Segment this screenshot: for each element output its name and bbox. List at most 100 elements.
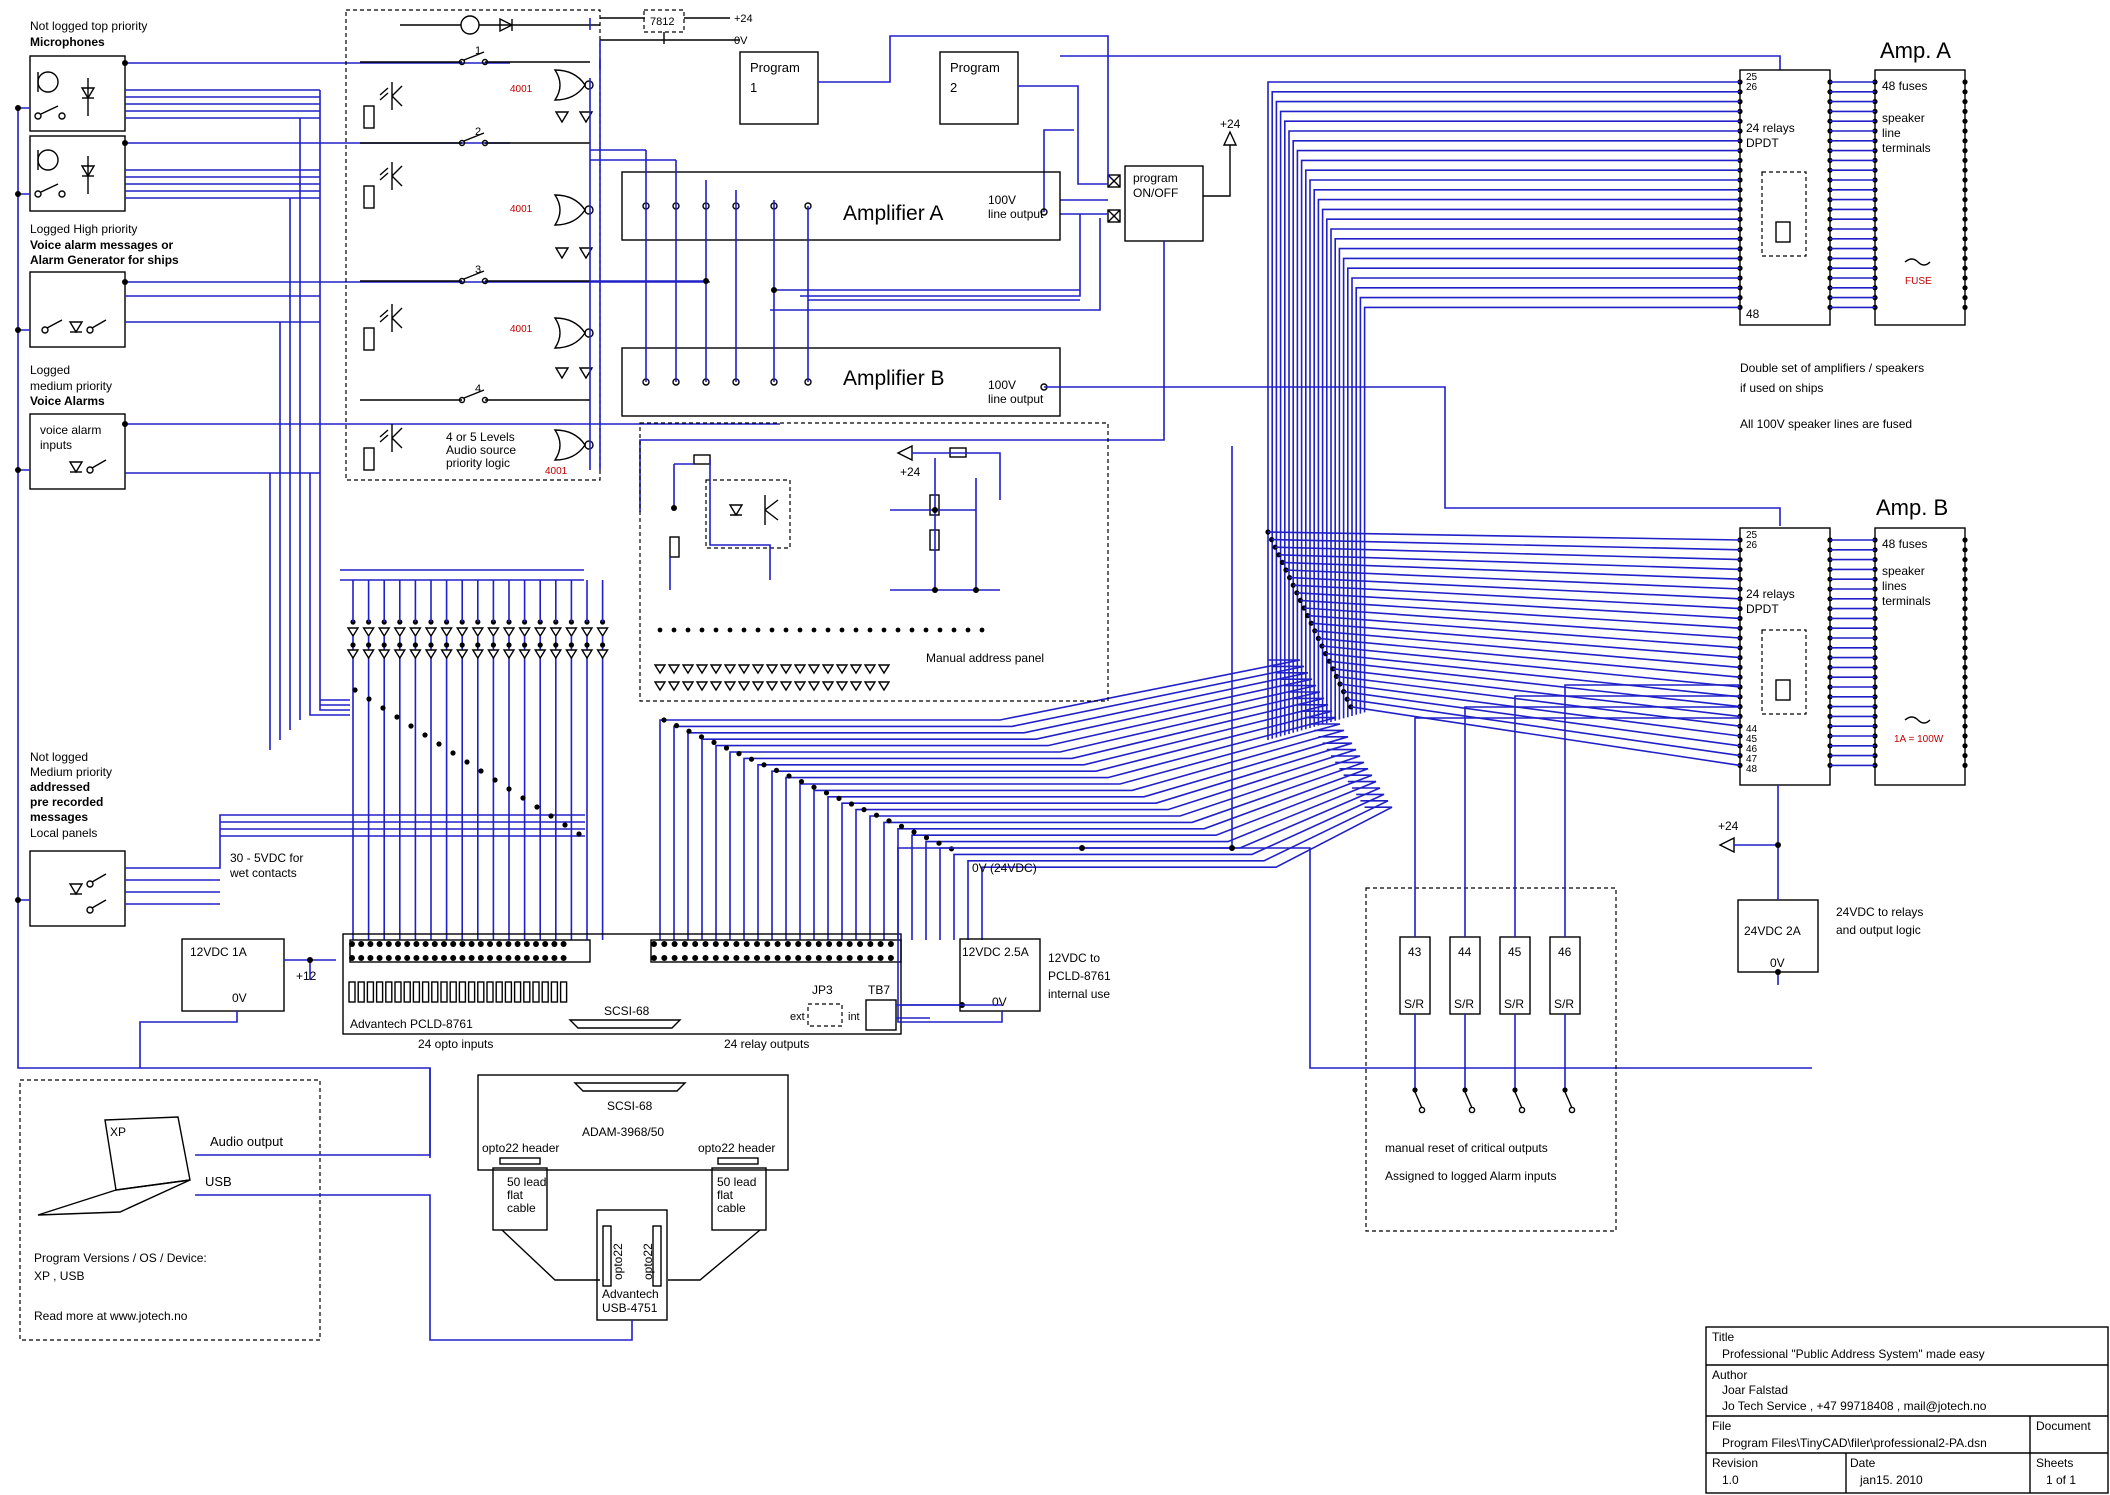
- terminal: [651, 941, 657, 947]
- opto-cell: [431, 981, 439, 1003]
- relay-drive-wire: [1326, 218, 1740, 724]
- diode: [681, 664, 695, 675]
- fuse-pin: [1962, 197, 1968, 203]
- microphone-icon: [37, 149, 59, 171]
- fuse-pin: [1962, 664, 1968, 671]
- relay-drive-wire: [1329, 660, 1741, 708]
- diode-node: [553, 642, 559, 648]
- terminal: [857, 941, 863, 947]
- relay-drive-wire: [1363, 306, 1740, 713]
- bus-junction: [562, 822, 568, 828]
- svg-text:1A = 100W: 1A = 100W: [1894, 734, 1944, 745]
- opto-cell: [412, 981, 421, 1003]
- terminal: [450, 941, 457, 947]
- svg-text:Program Versions / OS / Devic: Program Versions / OS / Device:: [34, 1251, 207, 1265]
- svg-text:manual reset of critical outpu: manual reset of critical outputs: [1385, 1141, 1548, 1155]
- diode: [346, 649, 360, 660]
- fuse-pin: [1962, 89, 1968, 95]
- svg-text:line: line: [1882, 126, 1901, 140]
- terminal: [496, 955, 503, 961]
- svg-text:24 relays: 24 relays: [1746, 121, 1795, 135]
- svg-text:1: 1: [475, 45, 481, 57]
- svg-text:Logged High priority: Logged High priority: [30, 222, 137, 236]
- bus-junction: [478, 768, 484, 774]
- svg-text:30 - 5VDC for: 30 - 5VDC for: [230, 851, 303, 865]
- fuse-pin: [1962, 694, 1968, 700]
- fuse-pin: [1962, 645, 1968, 651]
- fuse-pin: [1962, 674, 1968, 680]
- svg-text:24 relays: 24 relays: [1746, 587, 1795, 601]
- svg-text:PCLD-8761: PCLD-8761: [1048, 969, 1111, 983]
- relay-pin: [1737, 547, 1743, 553]
- fuse-pin: [1962, 265, 1968, 271]
- diode: [765, 664, 779, 675]
- fuse-pin: [1962, 285, 1968, 291]
- terminal: [505, 941, 512, 947]
- terminal: [431, 955, 438, 961]
- bus-junction: [773, 767, 780, 774]
- opto-cell: [550, 981, 559, 1003]
- fuse-pin: [1962, 304, 1968, 310]
- bus-junction: [492, 777, 498, 783]
- switch-contact: [1568, 1106, 1576, 1114]
- svg-text:Alarm Generator for ships: Alarm Generator for ships: [30, 253, 179, 267]
- diode-node: [412, 642, 418, 648]
- diode-node: [522, 642, 528, 648]
- opto-cell: [403, 981, 411, 1003]
- svg-text:24 opto inputs: 24 opto inputs: [418, 1037, 493, 1051]
- terminal: [795, 955, 802, 961]
- voice-alarm-module: [29, 413, 126, 490]
- terminal: [367, 955, 374, 961]
- svg-text:48: 48: [1746, 764, 1758, 775]
- svg-text:46: 46: [1746, 744, 1758, 755]
- sr-relay-label: S/R: [1554, 997, 1574, 1011]
- diode: [807, 664, 821, 675]
- fuse-pin: [1962, 684, 1968, 690]
- relay-output-wire: [967, 800, 1389, 940]
- fuse-pin: [1962, 743, 1968, 749]
- opto-bus-wire: [340, 569, 584, 581]
- diode: [549, 627, 563, 638]
- amp-b-relay-block: Amp. B 25 26 24 relays DPDT 44 45 46 47 …: [1739, 495, 1966, 786]
- relay-output-wire: [799, 723, 1341, 940]
- diode: [377, 627, 391, 638]
- bus-junction: [948, 846, 955, 852]
- terminal: [795, 941, 802, 947]
- diode-node: [506, 642, 512, 648]
- diode: [821, 681, 835, 692]
- fuse-pin: [1962, 537, 1968, 543]
- bus-junction: [786, 773, 792, 779]
- diode-node: [397, 642, 403, 648]
- alarm-input-module: [29, 271, 126, 348]
- relay-output-wire: [841, 742, 1353, 940]
- diode: [779, 681, 793, 692]
- relay-drive-wire: [1332, 668, 1741, 718]
- terminal: [733, 955, 740, 961]
- svg-text:line output: line output: [988, 392, 1044, 406]
- relay-drive-wire: [1317, 198, 1740, 726]
- svg-text:2: 2: [950, 80, 957, 95]
- microphone-module-1: [29, 55, 126, 132]
- bus-junction: [711, 739, 717, 746]
- fuse-pin: [1962, 226, 1968, 232]
- diode-node: [428, 642, 434, 648]
- terminal: [367, 941, 374, 947]
- terminal: [681, 955, 688, 961]
- diode-node: [490, 642, 496, 648]
- diode-node: [769, 627, 775, 633]
- terminal: [422, 955, 429, 961]
- diode: [793, 681, 807, 692]
- terminal: [887, 941, 894, 947]
- terminal: [496, 941, 503, 947]
- bus-junction: [394, 714, 400, 720]
- svg-text:XP , USB: XP , USB: [34, 1269, 84, 1283]
- terminal: [477, 941, 484, 947]
- junction-dots-left: [15, 60, 128, 903]
- svg-text:cable: cable: [717, 1201, 746, 1215]
- svg-text:+24: +24: [900, 465, 921, 479]
- bus-junction: [761, 762, 767, 768]
- bus-junction: [736, 751, 742, 757]
- svg-text:Author: Author: [1712, 1368, 1747, 1382]
- diode: [596, 627, 609, 638]
